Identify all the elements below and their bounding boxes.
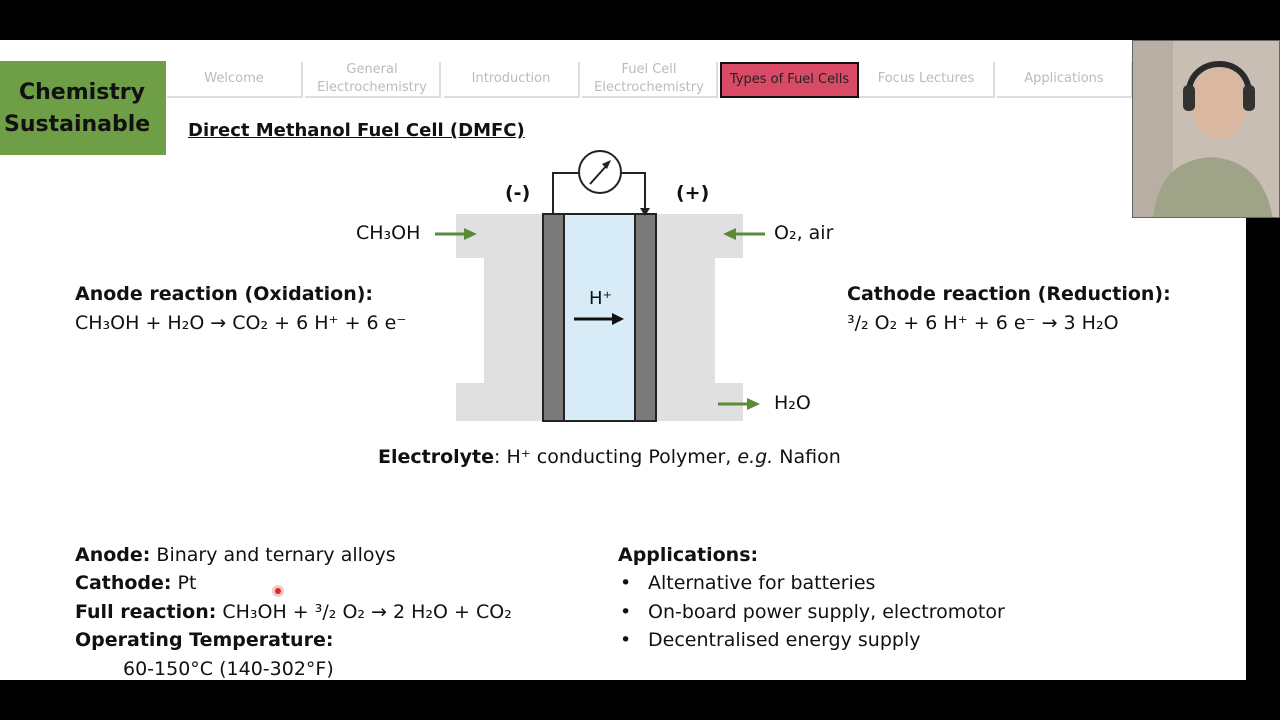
tab-introduction[interactable]: Introduction: [444, 62, 580, 98]
plus-terminal-label: (+): [676, 182, 710, 204]
application-text: Decentralised energy supply: [648, 629, 921, 651]
external-circuit: [552, 172, 579, 214]
anode-electrode: [542, 213, 565, 422]
cathode-reaction-label: Cathode reaction (Reduction):: [847, 283, 1171, 305]
meter-icon: [578, 150, 622, 194]
electrolyte-eg: e.g.: [737, 446, 774, 468]
cathode-chamber: [656, 214, 743, 421]
anode-detail-value: Binary and ternary alloys: [150, 544, 396, 566]
tab-general-electrochemistry[interactable]: General Electrochemistry: [305, 62, 441, 98]
minus-terminal-label: (-): [505, 182, 531, 204]
temperature-value: 60-150°C (140-302°F): [123, 658, 334, 680]
anode-detail-label: Anode:: [75, 544, 151, 566]
tab-welcome[interactable]: Welcome: [167, 62, 303, 98]
fuel-inlet-arrow: [435, 228, 477, 240]
fuel-cell-diagram: [435, 150, 765, 422]
anode-chamber: [456, 214, 543, 421]
presenter-video: [1133, 41, 1279, 217]
electrolyte-label: Electrolyte: [378, 446, 495, 468]
applications-label: Applications:: [618, 544, 759, 566]
tab-types-of-fuel-cells[interactable]: Types of Fuel Cells: [720, 62, 859, 98]
slide: Chemistry Sustainable Welcome General El…: [0, 40, 1246, 680]
laser-pointer-icon: [272, 585, 284, 597]
cathode-detail-label: Cathode:: [75, 572, 172, 594]
electrolyte-text-a: : H⁺ conducting Polymer,: [494, 446, 738, 468]
electrolyte-line: Electrolyte: H⁺ conducting Polymer, e.g.…: [378, 446, 841, 468]
nav-tabs: Welcome General Electrochemistry Introdu…: [167, 62, 1134, 100]
tab-fuel-cell-electrochemistry[interactable]: Fuel Cell Electrochemistry: [582, 62, 718, 98]
application-text: Alternative for batteries: [648, 572, 876, 594]
applications-list-item: •Decentralised energy supply: [620, 629, 921, 651]
applications-list-item: •Alternative for batteries: [620, 572, 876, 594]
full-reaction-label: Full reaction:: [75, 601, 217, 623]
brand-line-2: Sustainable: [4, 112, 151, 137]
proton-arrow: [574, 313, 624, 325]
anode-reaction-label: Anode reaction (Oxidation):: [75, 283, 373, 305]
anode-detail: Anode: Binary and ternary alloys: [75, 544, 396, 566]
oxidant-inlet-arrow: [723, 228, 765, 240]
tab-focus-lectures[interactable]: Focus Lectures: [859, 62, 995, 98]
cathode-detail-value: Pt: [171, 572, 197, 594]
temperature-label: Operating Temperature:: [75, 629, 334, 651]
electrolyte-text-b: Nafion: [773, 446, 841, 468]
full-reaction-detail: Full reaction: CH₃OH + ³/₂ O₂ → 2 H₂O + …: [75, 601, 512, 623]
water-outlet-arrow: [718, 398, 760, 410]
cathode-electrode: [634, 213, 657, 422]
slide-title: Direct Methanol Fuel Cell (DMFC): [188, 120, 525, 141]
webcam-overlay: [1132, 40, 1280, 218]
cathode-reaction-equation: ³/₂ O₂ + 6 H⁺ + 6 e⁻ → 3 H₂O: [847, 312, 1119, 334]
tab-applications[interactable]: Applications: [997, 62, 1133, 98]
proton-label: H⁺: [589, 288, 613, 309]
fuel-inlet-label: CH₃OH: [356, 222, 421, 244]
oxidant-inlet-label: O₂, air: [774, 222, 834, 244]
applications-list-item: •On-board power supply, electromotor: [620, 601, 1005, 623]
water-outlet-label: H₂O: [774, 392, 811, 414]
full-reaction-value: CH₃OH + ³/₂ O₂ → 2 H₂O + CO₂: [216, 601, 512, 623]
cathode-detail: Cathode: Pt: [75, 572, 196, 594]
brand-logo: Chemistry Sustainable: [0, 61, 166, 155]
brand-line-1: Chemistry: [19, 80, 145, 105]
application-text: On-board power supply, electromotor: [648, 601, 1005, 623]
anode-reaction-equation: CH₃OH + H₂O → CO₂ + 6 H⁺ + 6 e⁻: [75, 312, 407, 334]
